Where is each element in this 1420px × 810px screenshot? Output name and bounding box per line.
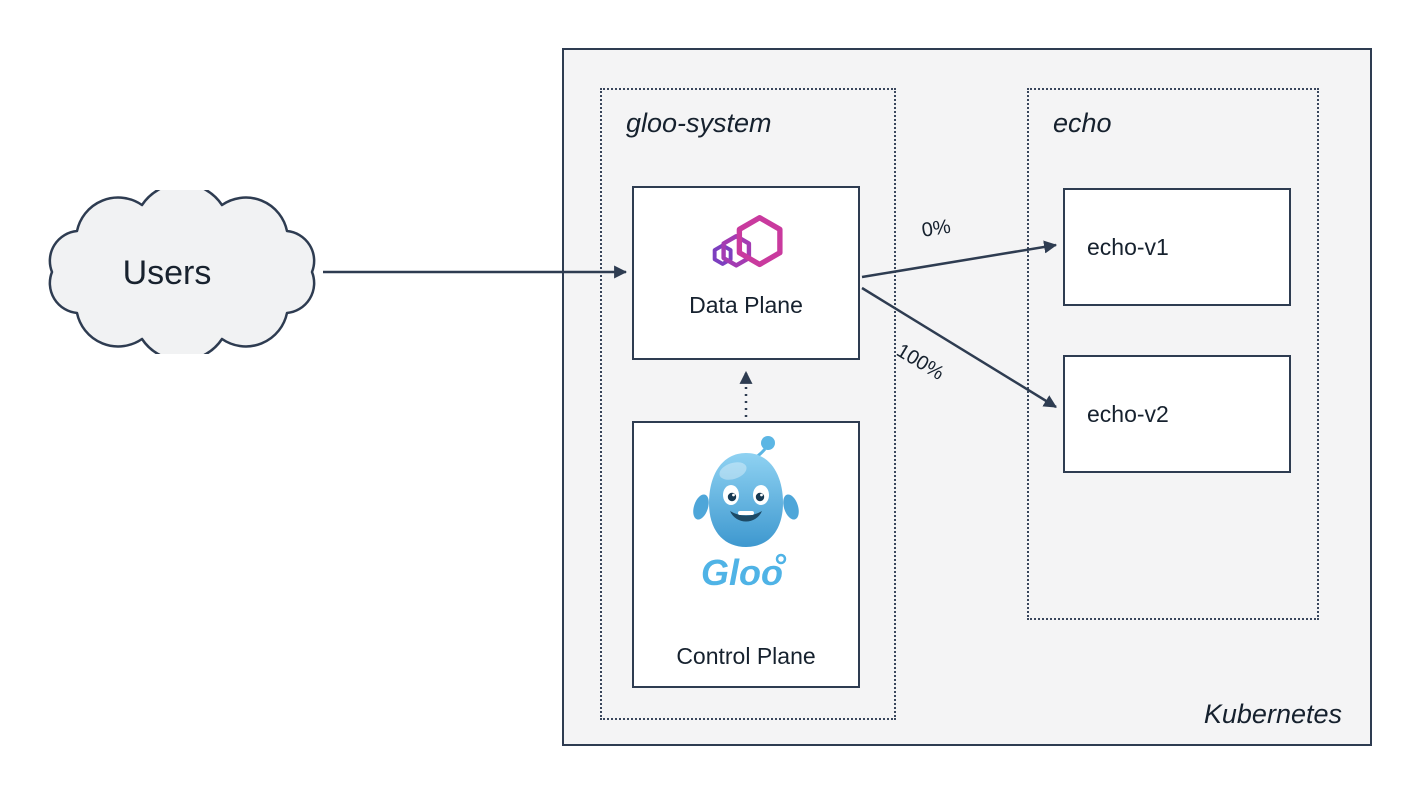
gloo-wordmark: Gloo <box>701 552 783 593</box>
echo-v1-node: echo-v1 <box>1063 188 1291 306</box>
echo-v2-node: echo-v2 <box>1063 355 1291 473</box>
edge-weight-echo-v1: 0% <box>920 215 953 242</box>
control-plane-node: Gloo Control Plane <box>632 421 860 688</box>
echo-label: echo <box>1053 108 1112 138</box>
cloud-shape-icon: Users <box>48 182 316 362</box>
echo-v1-label: echo-v1 <box>1087 233 1169 260</box>
users-cloud: Users <box>42 182 322 362</box>
data-plane-label: Data Plane <box>689 292 803 318</box>
control-plane-label: Control Plane <box>676 643 816 669</box>
users-label: Users <box>123 254 212 292</box>
gloo-mascot-icon: Gloo <box>693 436 799 593</box>
echo-namespace-box: echo <box>1027 88 1319 620</box>
gloo-system-label: gloo-system <box>626 108 772 138</box>
gloo-hexagon-logo-icon <box>712 215 783 268</box>
data-plane-node: Data Plane <box>632 186 860 360</box>
kubernetes-label: Kubernetes <box>1203 699 1342 729</box>
echo-v2-label: echo-v2 <box>1087 400 1169 427</box>
